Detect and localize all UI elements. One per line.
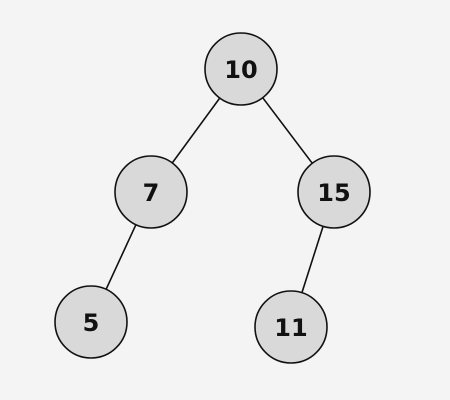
node-circle: [297, 155, 371, 229]
node-circle: [114, 155, 188, 229]
node-circle: [254, 290, 328, 364]
tree-edges: [105, 97, 324, 293]
tree-nodes: 10 7 15 5 11: [54, 32, 371, 364]
edge-7-5: [105, 224, 137, 290]
node-label: 15: [317, 179, 350, 207]
tree-node-11: 11: [254, 290, 328, 364]
node-label: 10: [224, 56, 257, 84]
tree-node-15: 15: [297, 155, 371, 229]
edge-10-7: [171, 97, 221, 164]
node-label: 7: [143, 179, 160, 207]
node-label: 5: [83, 309, 100, 337]
node-circle: [204, 32, 278, 106]
tree-node-10: 10: [204, 32, 278, 106]
tree-node-7: 7: [114, 155, 188, 229]
node-circle: [54, 285, 128, 359]
edge-15-11: [301, 226, 324, 293]
edge-10-15: [262, 97, 313, 164]
node-label: 11: [274, 314, 307, 342]
tree-node-5: 5: [54, 285, 128, 359]
